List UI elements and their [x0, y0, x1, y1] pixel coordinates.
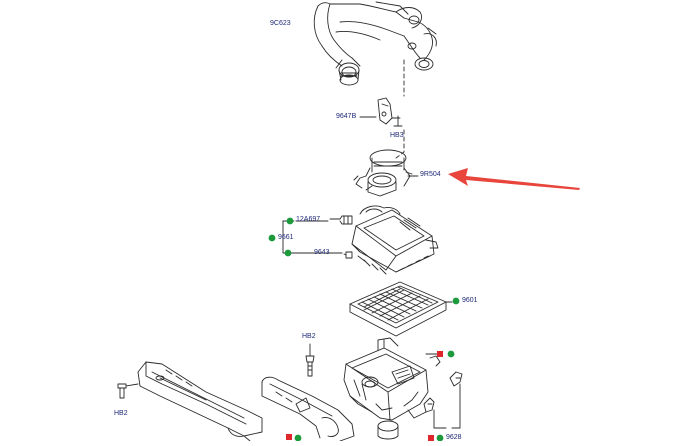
resonator-tube: [313, 1, 437, 159]
label-hb2-left: HB2: [114, 410, 128, 417]
label-hb2-mid: HB2: [302, 333, 316, 340]
red-square-icon: [286, 434, 292, 440]
label-9r504: 9R504: [420, 171, 441, 178]
green-dot-icon: [452, 297, 460, 305]
mass-airflow-sensor: [353, 149, 419, 197]
green-dot-icon: [284, 249, 292, 257]
middle-duct: [261, 376, 355, 442]
label-9647b: 9647B: [336, 113, 357, 120]
label-hb3: HB3: [390, 132, 404, 139]
housing-tray: [343, 337, 463, 440]
fastener-mid: [305, 343, 315, 377]
green-dot-icon: [436, 434, 444, 442]
markers: [268, 217, 460, 442]
filter-element: [349, 281, 453, 337]
inlet-duct: [117, 361, 263, 442]
green-dot-icon: [286, 217, 294, 225]
label-9643: 9643: [314, 249, 330, 256]
label-12a697: 12A697: [296, 216, 321, 223]
red-square-icon: [428, 435, 434, 441]
label-9661: 9661: [278, 234, 294, 241]
green-dot-icon: [447, 350, 455, 358]
bracket: [359, 97, 403, 127]
pointer-arrow: [448, 168, 580, 190]
green-dot-icon: [294, 434, 302, 442]
housing-cover: [295, 205, 439, 275]
label-9601: 9601: [462, 297, 478, 304]
label-9628: 9628: [446, 434, 462, 441]
red-square-icon: [437, 351, 443, 357]
temp-sensor: [295, 215, 353, 225]
label-9c623: 9C623: [270, 20, 291, 27]
green-dot-icon: [268, 234, 276, 242]
